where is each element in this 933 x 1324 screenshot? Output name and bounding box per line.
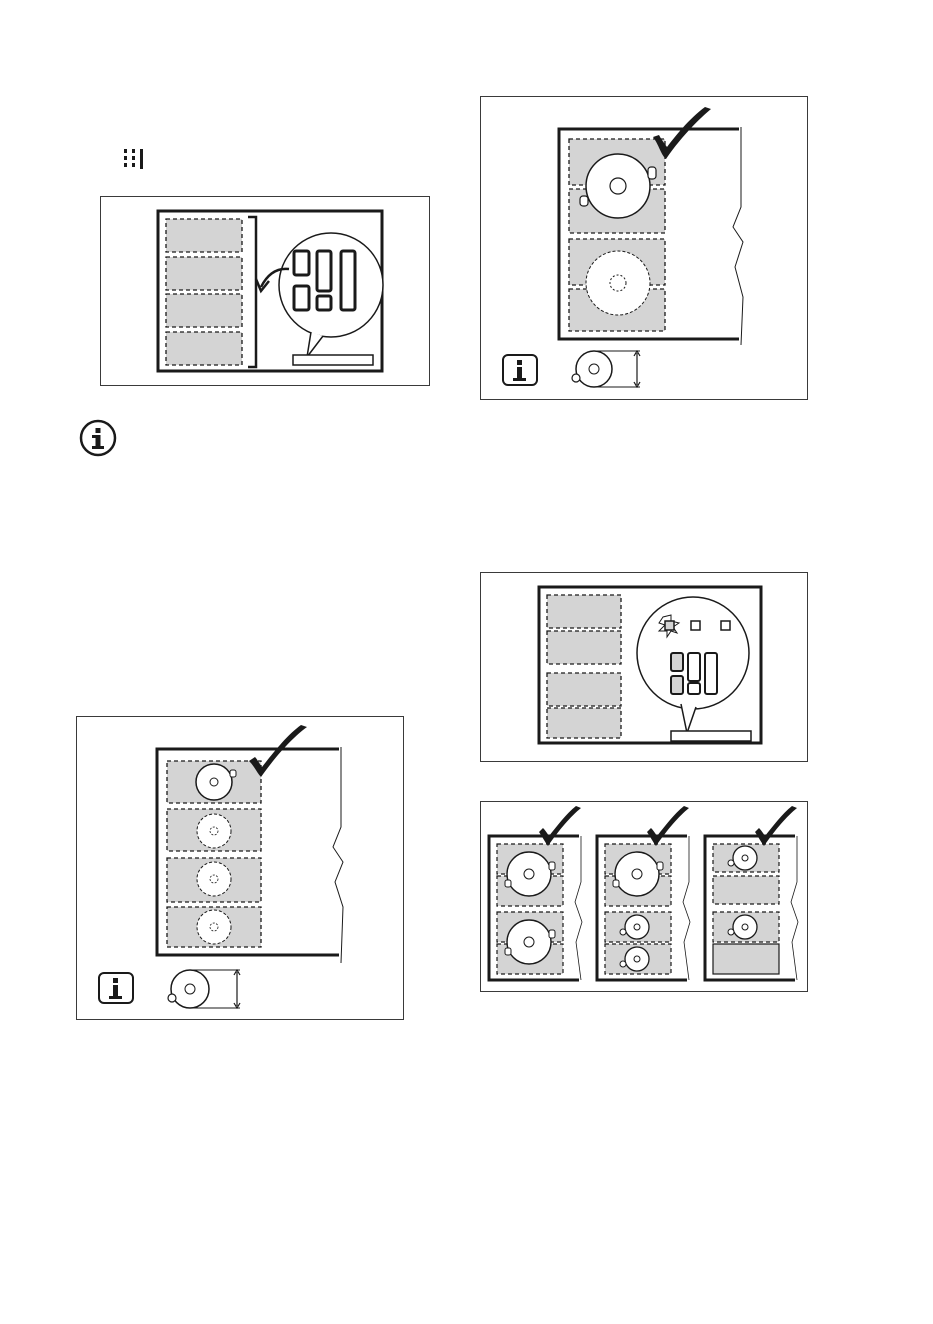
info-icon	[503, 355, 537, 385]
figure-bridge-key	[100, 196, 430, 386]
bridge-function-icon	[121, 148, 147, 172]
figure-small-pots	[76, 716, 404, 1020]
figure-large-pan	[480, 96, 808, 400]
info-icon	[79, 419, 117, 457]
figure-control-panel	[480, 572, 808, 762]
info-icon	[99, 973, 133, 1003]
figure-arrangements	[480, 801, 808, 992]
